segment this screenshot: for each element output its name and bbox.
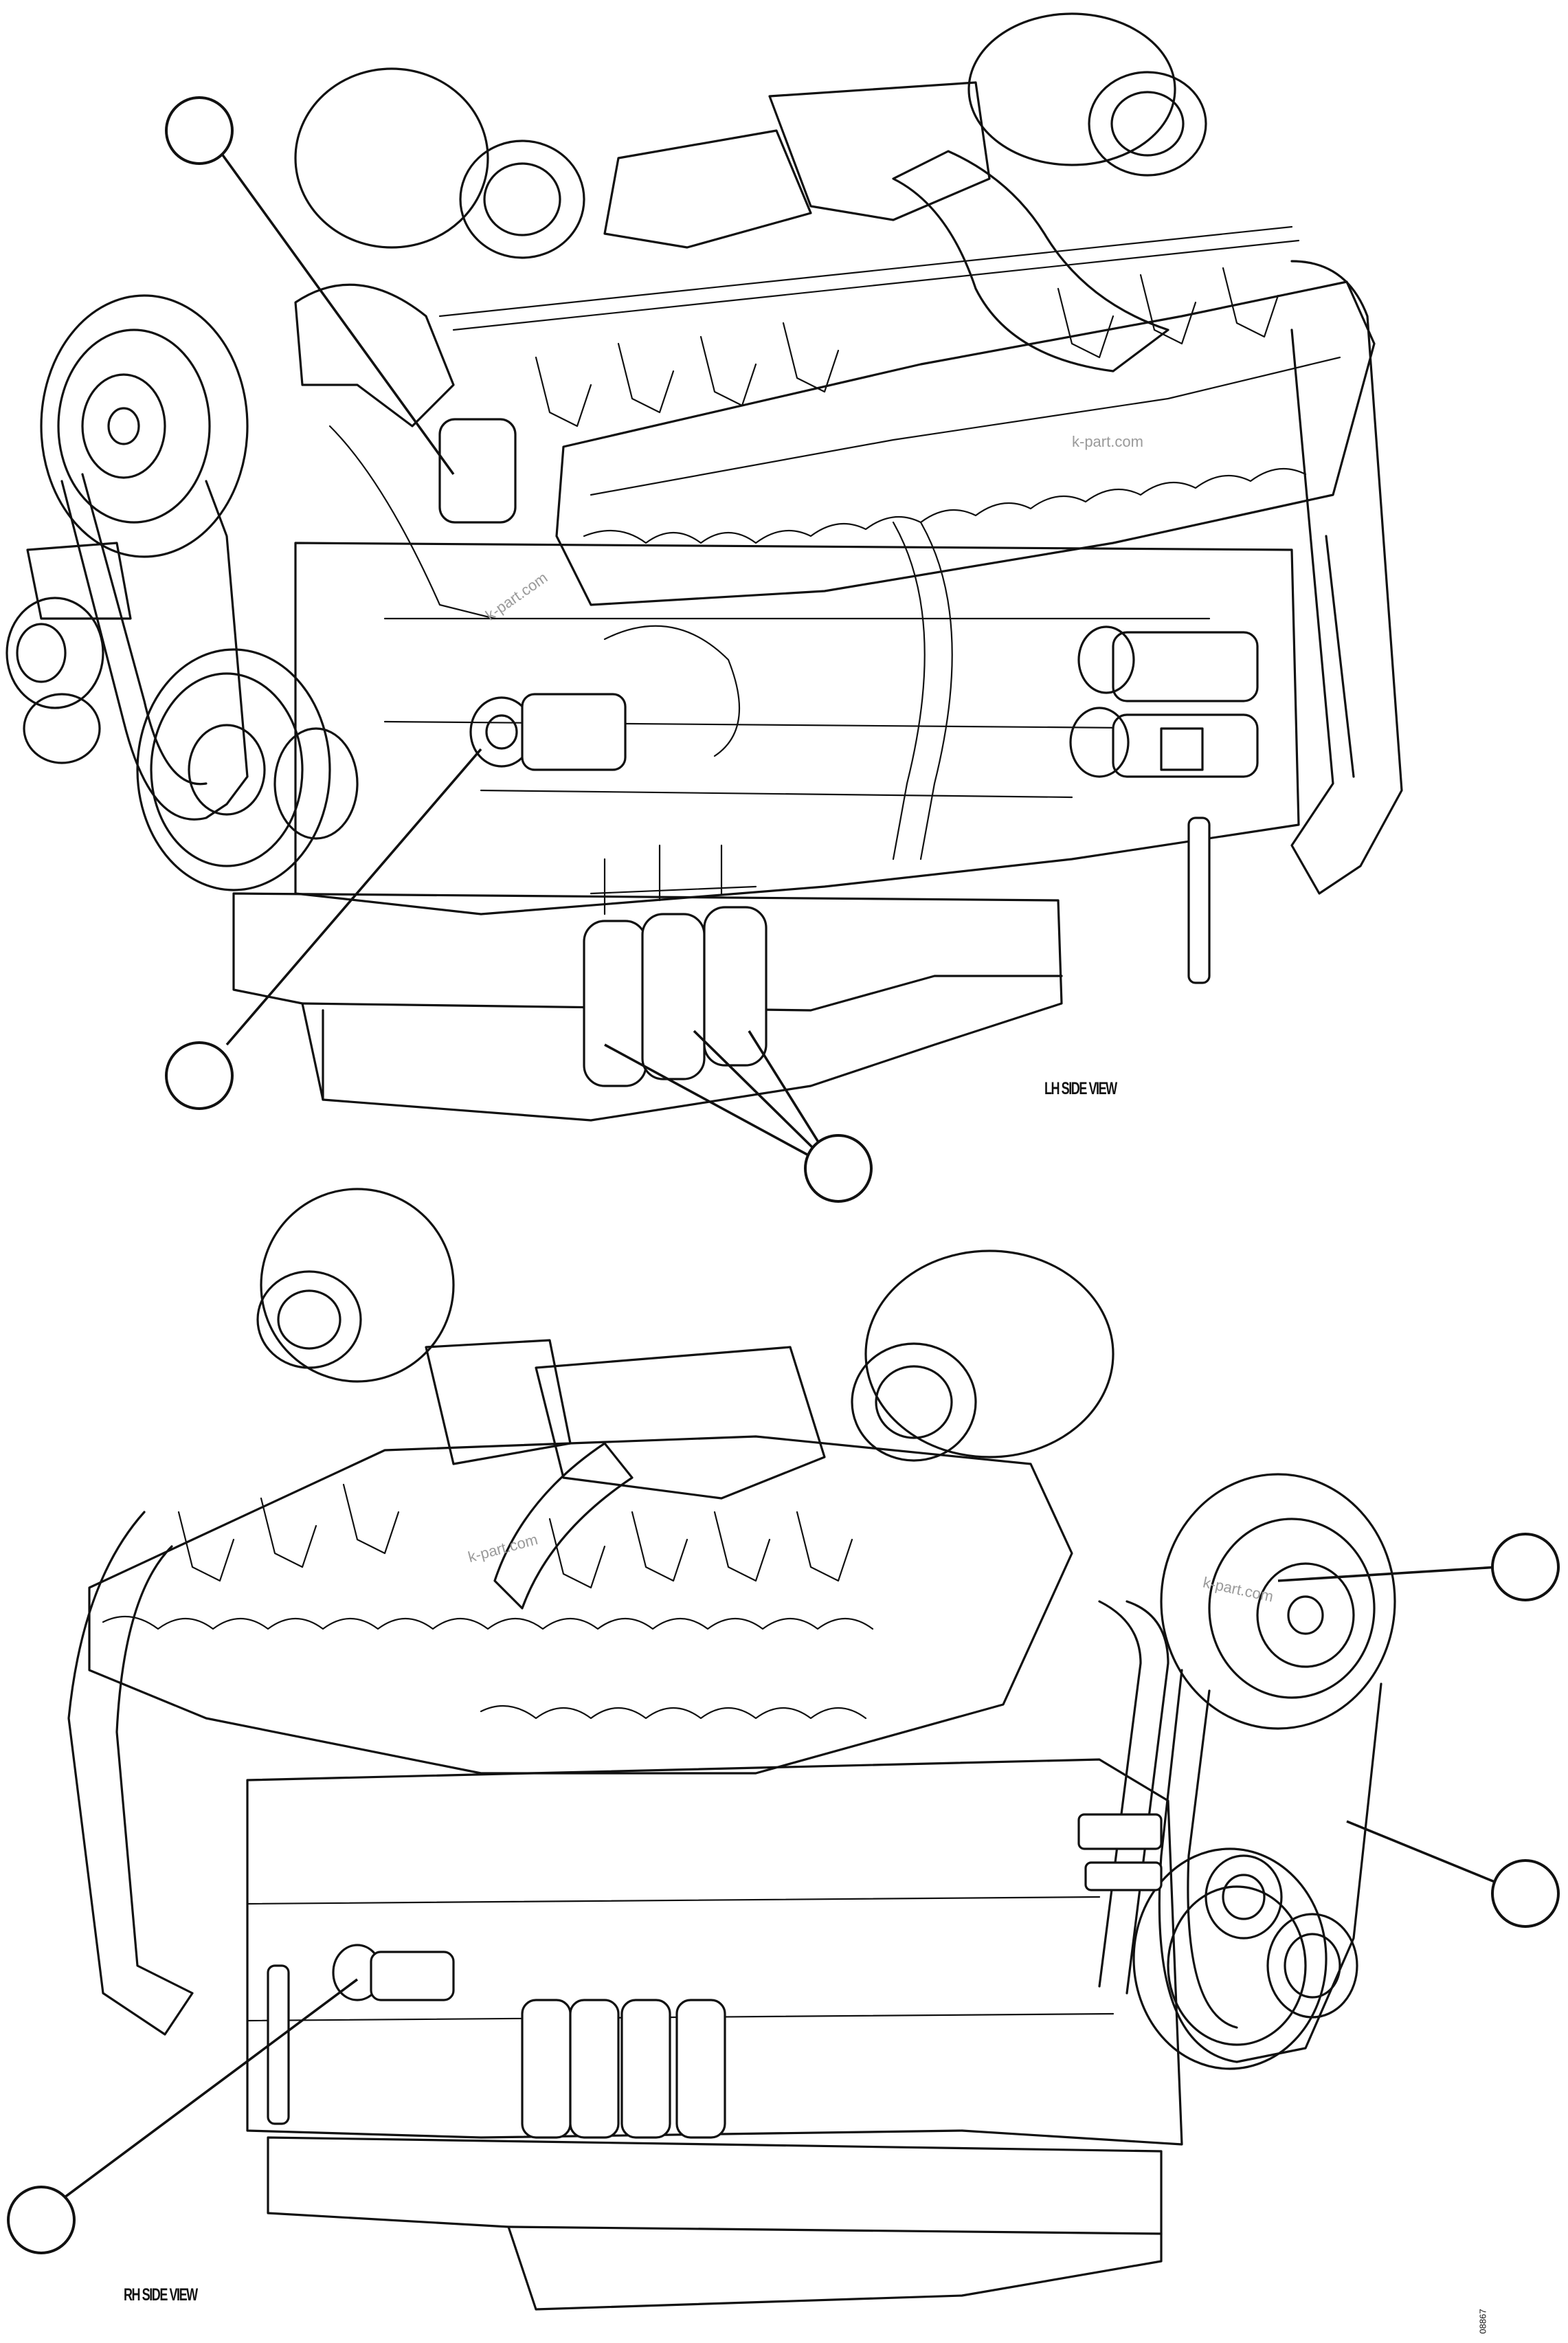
figure-number: 08867 (1477, 2309, 1488, 2334)
callout-lh-2 (165, 1041, 234, 1110)
callout-rh-2 (1491, 1859, 1560, 1928)
rh-side-view-label: RH SIDE VIEW (124, 2285, 198, 2305)
rh-side-engine (67, 1188, 1396, 2311)
watermark: k-part.com (1072, 433, 1143, 450)
lh-side-engine (5, 12, 1403, 1122)
callout-lh-3 (804, 1134, 873, 1203)
callout-leaders (60, 150, 1499, 2201)
callout-lh-1 (165, 96, 234, 165)
callout-rh-3 (7, 2186, 76, 2254)
callout-rh-1 (1491, 1533, 1560, 1601)
lh-side-view-label: LH SIDE VIEW (1044, 1079, 1117, 1098)
callout-circles (7, 96, 1560, 2254)
